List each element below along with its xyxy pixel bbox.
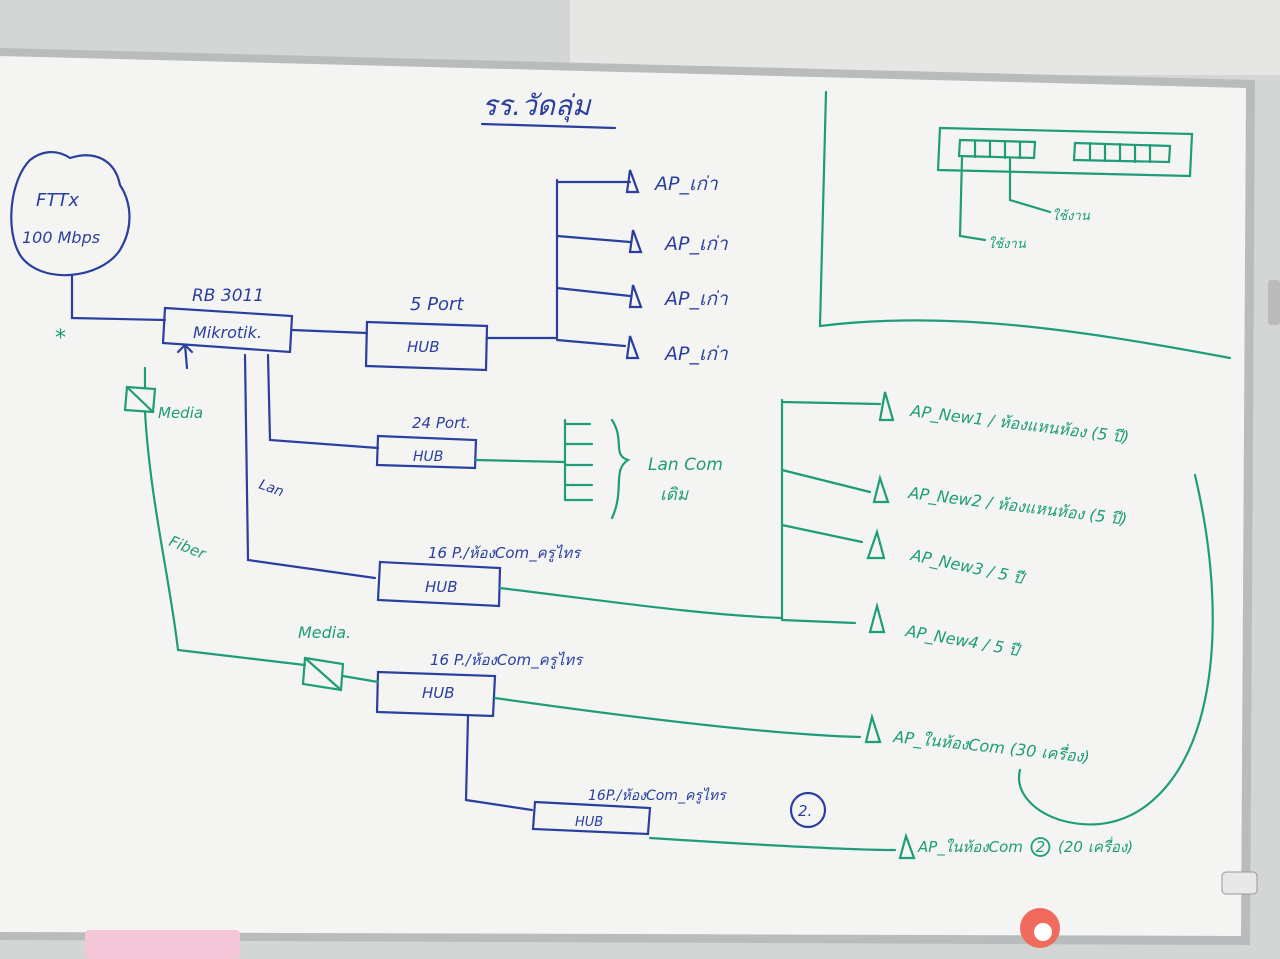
router-model: RB 3011 [192, 286, 264, 306]
inset-label-2: ใช้งาน [988, 236, 1027, 252]
blue-lines [10, 122, 827, 836]
media-label-1: Media [158, 404, 203, 422]
hub-16p-1-box: HUB [425, 578, 458, 596]
pink-eraser [85, 930, 240, 959]
lan-com-line2: เดิม [660, 485, 689, 505]
ap-com-2-circle [1030, 837, 1051, 857]
lan-com-line1: Lan Com [648, 455, 723, 475]
wall-panel [570, 0, 1280, 75]
ap-com-2: AP_ในห้องCom 2 (20 เครื่อง) [917, 836, 1133, 857]
hub-24port-label: 24 Port. [412, 414, 471, 432]
hub-16p-2-label: 16 P./ห้องCom_ครูไทร [430, 651, 584, 670]
cloud-line1: FTTx [36, 190, 79, 211]
ap-old-4: AP_เก่า [663, 343, 729, 365]
hub-16p-2-box: HUB [422, 684, 455, 702]
green-lines [123, 90, 1232, 860]
ap-old-2: AP_เก่า [663, 233, 729, 255]
magnet-center [1034, 923, 1052, 941]
hub-5port-label: 5 Port [410, 294, 464, 315]
hub-16p-1-label: 16 P./ห้องCom_ครูไทร [428, 544, 582, 563]
hub-16p-3-box: HUB [575, 815, 603, 830]
star-marker: * [55, 326, 66, 351]
media-label-2: Media. [298, 623, 351, 642]
hub-16p-3-circle: 2. [798, 802, 812, 820]
hub-16p-3-label: 16P./ห้องCom_ครูไทร [588, 787, 727, 804]
marker-holder [1221, 871, 1258, 895]
board-clip [1268, 280, 1280, 325]
inset-label-1: ใช้งาน [1052, 208, 1091, 224]
board-surface [0, 56, 1246, 936]
hub-24port-box: HUB [413, 449, 443, 465]
router-name: Mikrotik. [193, 323, 262, 342]
hub-5port-box: HUB [407, 338, 440, 356]
cloud-line2: 100 Mbps [22, 228, 100, 247]
diagram-title: รร.วัดลุ่ม [482, 89, 592, 123]
ap-old-3: AP_เก่า [663, 288, 729, 310]
ap-old-1: AP_เก่า [653, 173, 719, 195]
